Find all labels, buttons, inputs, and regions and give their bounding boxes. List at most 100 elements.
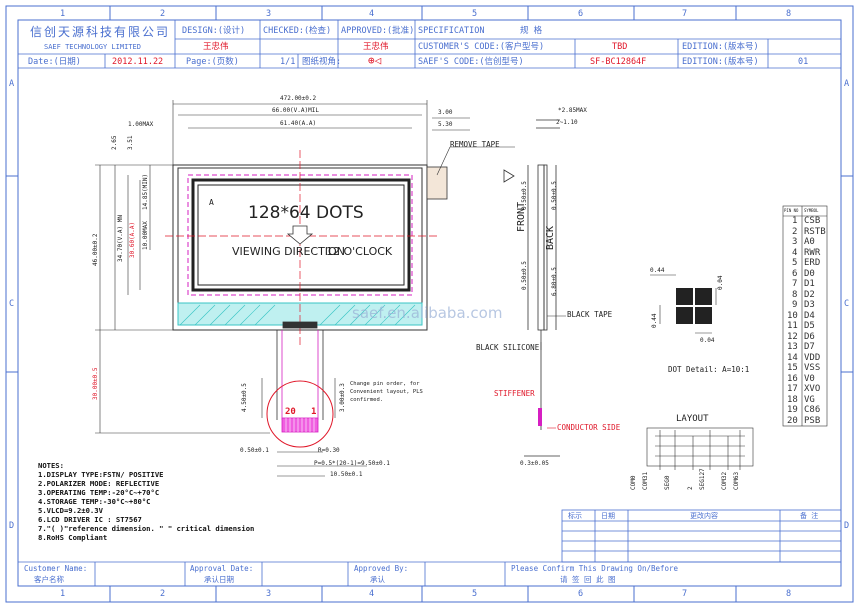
revision-table xyxy=(561,509,842,563)
pin-symbol: D4 xyxy=(804,310,815,321)
pin-header-sym: SYMBOL xyxy=(804,208,819,213)
col-label: 2 xyxy=(160,589,166,599)
note-item: 1.DISPLAY TYPE:FSTN/ POSITIVE xyxy=(38,470,164,479)
col-label: 1 xyxy=(60,589,66,599)
dim-3000: 30.00±0.5 xyxy=(92,367,99,400)
front-arrow xyxy=(503,169,515,183)
edition-label: EDITION:(版本号) xyxy=(682,42,759,52)
back-label: BACK xyxy=(545,225,556,250)
dim-t210: 2~1.10 xyxy=(556,119,578,126)
row-label: D xyxy=(9,521,15,531)
polarizer-hatch xyxy=(179,304,416,326)
pin-number: 10 xyxy=(787,310,798,321)
pin-number: 7 xyxy=(792,279,798,289)
pin-symbol: C86 xyxy=(804,405,821,415)
dim-dot044a: 0.44 xyxy=(650,267,665,274)
projection-icon: ⊕◁ xyxy=(368,54,382,67)
viewing-arrow xyxy=(286,225,314,245)
dim-1485: 14.85(MIN) xyxy=(142,173,149,210)
pin-note-3: confirmed. xyxy=(350,397,384,403)
col-label: 7 xyxy=(682,9,688,19)
revision-mark: 标示 xyxy=(568,512,582,520)
row-label: A xyxy=(9,79,15,89)
customer-name-cn: 客户名称 xyxy=(34,575,64,584)
dimension-lines-fpc xyxy=(261,378,367,477)
pin-table-row: 17 XVO xyxy=(783,384,827,394)
col-label: 6 xyxy=(578,589,584,599)
dot-detail xyxy=(676,288,712,324)
pin-symbol: CSB xyxy=(804,216,821,226)
pin-symbol: VDD xyxy=(804,352,821,363)
pin-number: 17 xyxy=(787,384,798,394)
pin-symbol: VG xyxy=(804,394,815,405)
black-tape-label: BLACK TAPE xyxy=(567,310,613,319)
pin-number: 8 xyxy=(792,289,798,300)
pin-symbol: XVO xyxy=(804,384,821,394)
pin-number: 11 xyxy=(787,321,798,331)
pin-number: 15 xyxy=(787,363,798,373)
layout-label: COM0 xyxy=(630,475,637,490)
dim-t285: *2.85MAX xyxy=(558,107,587,114)
page-value: 1/1 xyxy=(280,57,296,67)
layout-label: COM63 xyxy=(733,471,740,490)
col-label: 3 xyxy=(266,9,272,19)
note-item: 5.VLCD=9.2±0.3V xyxy=(38,506,103,515)
approval-date-cn: 承认日期 xyxy=(204,575,234,584)
col-label: 7 xyxy=(682,589,688,599)
company-name-en: SAEF TECHNOLOGY LIMITED xyxy=(44,43,141,51)
pin-number: 9 xyxy=(792,300,798,310)
dim-w2: 66.00(V.A)MIL xyxy=(272,107,319,114)
dim-050: 0.50±0.1 xyxy=(240,447,269,454)
conductor-side-label: CONDUCTOR SIDE xyxy=(557,423,621,432)
pin-symbol: D2 xyxy=(804,289,815,300)
row-label: A xyxy=(844,79,850,89)
pin-symbol: RSTB xyxy=(804,226,826,237)
dim-300: 3.00 xyxy=(438,109,453,116)
pin-number: 12 xyxy=(787,331,798,342)
footer-grid xyxy=(18,561,841,586)
approver-name: 王忠伟 xyxy=(363,42,389,52)
pin-contact-lines xyxy=(285,418,315,432)
designer-name: 王忠伟 xyxy=(203,42,229,52)
dim-t680: 6.80±0.5 xyxy=(551,267,558,296)
dim-w1: 472.00±0.2 xyxy=(280,95,317,102)
dot-detail-label: DOT Detail: A=10:1 xyxy=(668,365,750,374)
view-label: 图纸视角: xyxy=(302,57,342,67)
column-ticks xyxy=(6,6,853,602)
pin-symbol: D5 xyxy=(804,321,815,331)
dim-t050a: 0.50±0.5 xyxy=(521,181,528,210)
layout-label: COM31 xyxy=(642,471,649,490)
confirm-label: Please Confirm This Drawing On/Before xyxy=(511,564,679,573)
dim-t050c: 0.50±0.5 xyxy=(521,261,528,290)
pin-20-label: 20 xyxy=(285,407,296,417)
dim-w3: 61.40(A.A) xyxy=(280,120,317,127)
outer-frame xyxy=(5,5,854,603)
pin-number: 18 xyxy=(787,394,798,405)
saef-code-value: SF-BC12864F xyxy=(590,57,647,67)
row-label: C xyxy=(9,299,15,309)
col-label: 6 xyxy=(578,9,584,19)
col-label: 8 xyxy=(786,589,792,599)
pin-1-label: 1 xyxy=(311,407,317,417)
clock-text: 12 O'CLOCK xyxy=(326,245,393,258)
pin-table-row: 18 VG xyxy=(783,395,827,405)
pin-number: 13 xyxy=(787,342,798,352)
approved-by-cn: 承认 xyxy=(370,575,385,584)
spec-value: 规 格 xyxy=(520,26,543,36)
pin-symbol: ERD xyxy=(804,258,821,268)
pin-contacts xyxy=(281,417,319,433)
layout-title: LAYOUT xyxy=(676,414,709,424)
dim-300b: 3.00±0.3 xyxy=(339,383,346,412)
pin-table xyxy=(782,205,828,427)
remove-tape xyxy=(426,166,448,200)
revision-remark: 备 注 xyxy=(800,512,819,520)
pin-number: 5 xyxy=(792,258,798,268)
callout-leaders xyxy=(436,146,566,429)
